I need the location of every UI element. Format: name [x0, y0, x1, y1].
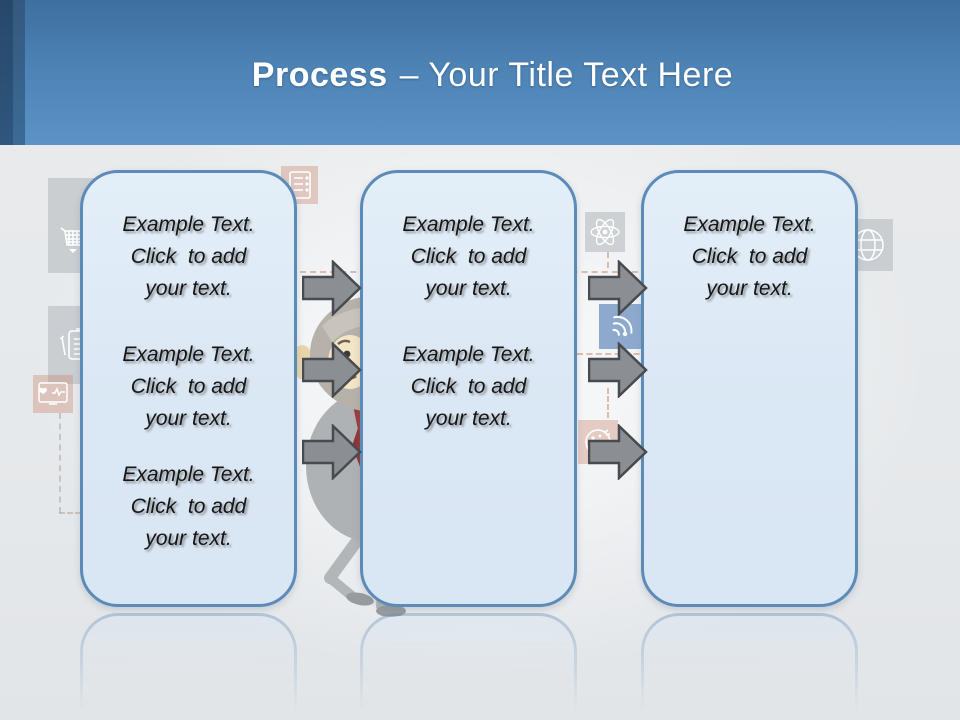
- flow-arrow-icon: [587, 341, 648, 399]
- flow-arrow-icon: [587, 259, 648, 317]
- atom-icon: [585, 212, 625, 252]
- text-placeholder[interactable]: Example Text. Click to add your text.: [402, 343, 535, 430]
- flow-arrow-icon: [301, 341, 362, 399]
- flow-arrow-icon: [301, 423, 362, 481]
- panel-reflection: [80, 613, 297, 720]
- text-placeholder[interactable]: Example Text. Click to add your text.: [122, 213, 255, 300]
- process-panel-3[interactable]: Example Text. Click to add your text.: [641, 170, 858, 607]
- text-placeholder[interactable]: Example Text. Click to add your text.: [402, 213, 535, 300]
- flow-arrow-icon: [587, 423, 648, 481]
- process-panel-1[interactable]: Example Text. Click to add your text. Ex…: [80, 170, 297, 607]
- slide-title[interactable]: Process – Your Title Text Here: [25, 52, 960, 98]
- title-emphasis: Process: [251, 56, 388, 94]
- dashed-connector: [59, 413, 61, 513]
- text-placeholder[interactable]: Example Text. Click to add your text.: [683, 213, 816, 300]
- heart-monitor-icon: [33, 375, 73, 413]
- process-panel-2[interactable]: Example Text. Click to add your text. Ex…: [360, 170, 577, 607]
- text-placeholder[interactable]: Example Text. Click to add your text.: [122, 343, 255, 430]
- dashed-connector: [607, 388, 609, 418]
- accent-stripe-dark: [0, 0, 13, 145]
- wifi-icon: [599, 304, 643, 349]
- dashed-connector: [607, 252, 609, 268]
- dashed-connector: [59, 512, 81, 514]
- title-placeholder-text: – Your Title Text Here: [399, 56, 734, 94]
- panel-reflection: [641, 613, 858, 720]
- title-band: Process – Your Title Text Here: [0, 0, 960, 145]
- flow-arrow-icon: [301, 259, 362, 317]
- dashed-connector: [577, 353, 649, 355]
- accent-stripe-medium: [13, 0, 25, 145]
- text-placeholder[interactable]: Example Text. Click to add your text.: [122, 463, 255, 550]
- panel-reflection: [360, 613, 577, 720]
